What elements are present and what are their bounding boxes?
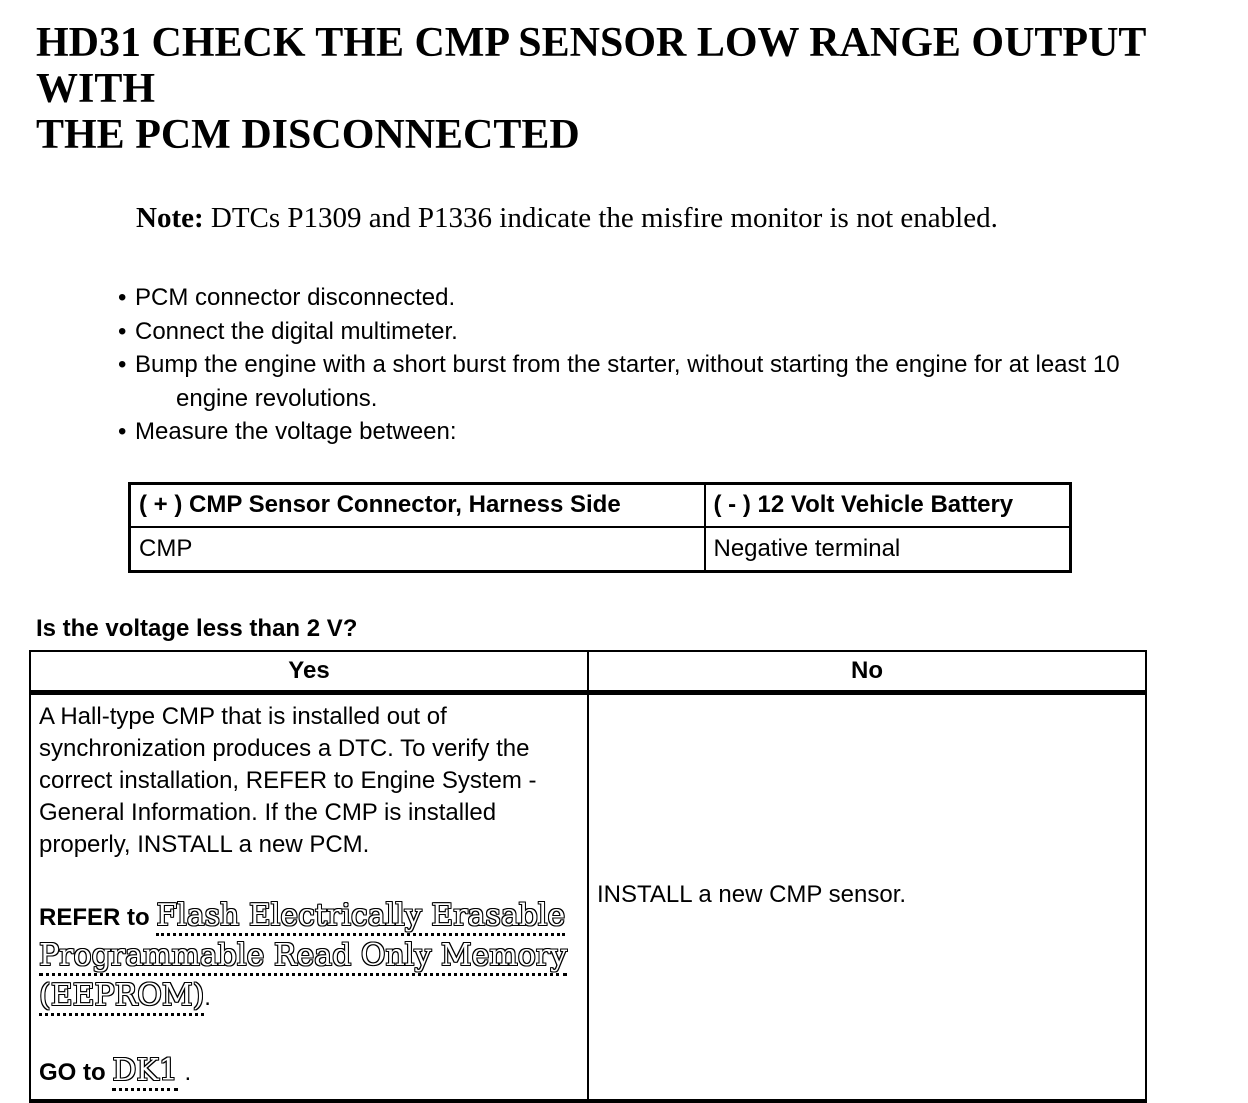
decision-cell-yes: A Hall-type CMP that is installed out of… [30, 693, 588, 1102]
list-item-text: Bump the engine with a short burst from … [135, 351, 1120, 412]
refer-suffix: . [204, 984, 211, 1011]
page-title-line1: HD31 CHECK THE CMP SENSOR LOW RANGE OUTP… [36, 20, 1228, 112]
dk1-link[interactable]: DK1 [112, 1053, 178, 1091]
go-label: GO to [39, 1059, 106, 1086]
measure-cell-negative: Negative terminal [705, 527, 1071, 571]
table-header-row: Yes No [30, 651, 1146, 693]
measure-header-positive: ( + ) CMP Sensor Connector, Harness Side [130, 483, 705, 527]
diagnostic-question: Is the voltage less than 2 V? [36, 615, 1228, 643]
decision-header-no: No [588, 651, 1146, 693]
list-item-text: Measure the voltage between: [135, 418, 457, 445]
bullet-icon: • [118, 348, 135, 382]
list-item: •PCM connector disconnected. [118, 281, 1193, 315]
note-label: Note: [136, 202, 204, 234]
list-item: •Connect the digital multimeter. [118, 315, 1193, 349]
decision-table: Yes No A Hall-type CMP that is installed… [29, 650, 1147, 1103]
no-action-text: INSTALL a new CMP sensor. [597, 881, 906, 908]
measure-header-negative: ( - ) 12 Volt Vehicle Battery [705, 483, 1071, 527]
list-item: •Bump the engine with a short burst from… [118, 348, 1193, 415]
table-header-row: ( + ) CMP Sensor Connector, Harness Side… [130, 483, 1071, 527]
note: Note: DTCs P1309 and P1336 indicate the … [136, 202, 1228, 235]
page-title: HD31 CHECK THE CMP SENSOR LOW RANGE OUTP… [36, 20, 1228, 158]
procedure-bullet-list: •PCM connector disconnected. •Connect th… [118, 281, 1193, 449]
list-item: •Measure the voltage between: [118, 415, 1193, 449]
bullet-icon: • [118, 281, 135, 315]
bullet-icon: • [118, 315, 135, 349]
table-row: CMP Negative terminal [130, 527, 1071, 571]
bullet-icon: • [118, 415, 135, 449]
measure-cell-positive: CMP [130, 527, 705, 571]
list-item-text: PCM connector disconnected. [135, 284, 455, 311]
go-suffix: . [178, 1059, 191, 1086]
measurement-points-table: ( + ) CMP Sensor Connector, Harness Side… [128, 482, 1072, 573]
decision-header-yes: Yes [30, 651, 588, 693]
note-text: DTCs P1309 and P1336 indicate the misfir… [211, 202, 998, 234]
yes-refer-paragraph: REFER to Flash Electrically Erasable Pro… [39, 897, 579, 1017]
table-row: A Hall-type CMP that is installed out of… [30, 693, 1146, 1102]
yes-action-paragraph: A Hall-type CMP that is installed out of… [39, 701, 579, 861]
decision-cell-no: INSTALL a new CMP sensor. [588, 693, 1146, 1102]
list-item-text: Connect the digital multimeter. [135, 318, 458, 345]
yes-go-paragraph: GO to DK1 . [39, 1055, 579, 1089]
refer-label: REFER to [39, 904, 150, 931]
page-title-line2: THE PCM DISCONNECTED [36, 112, 1228, 158]
